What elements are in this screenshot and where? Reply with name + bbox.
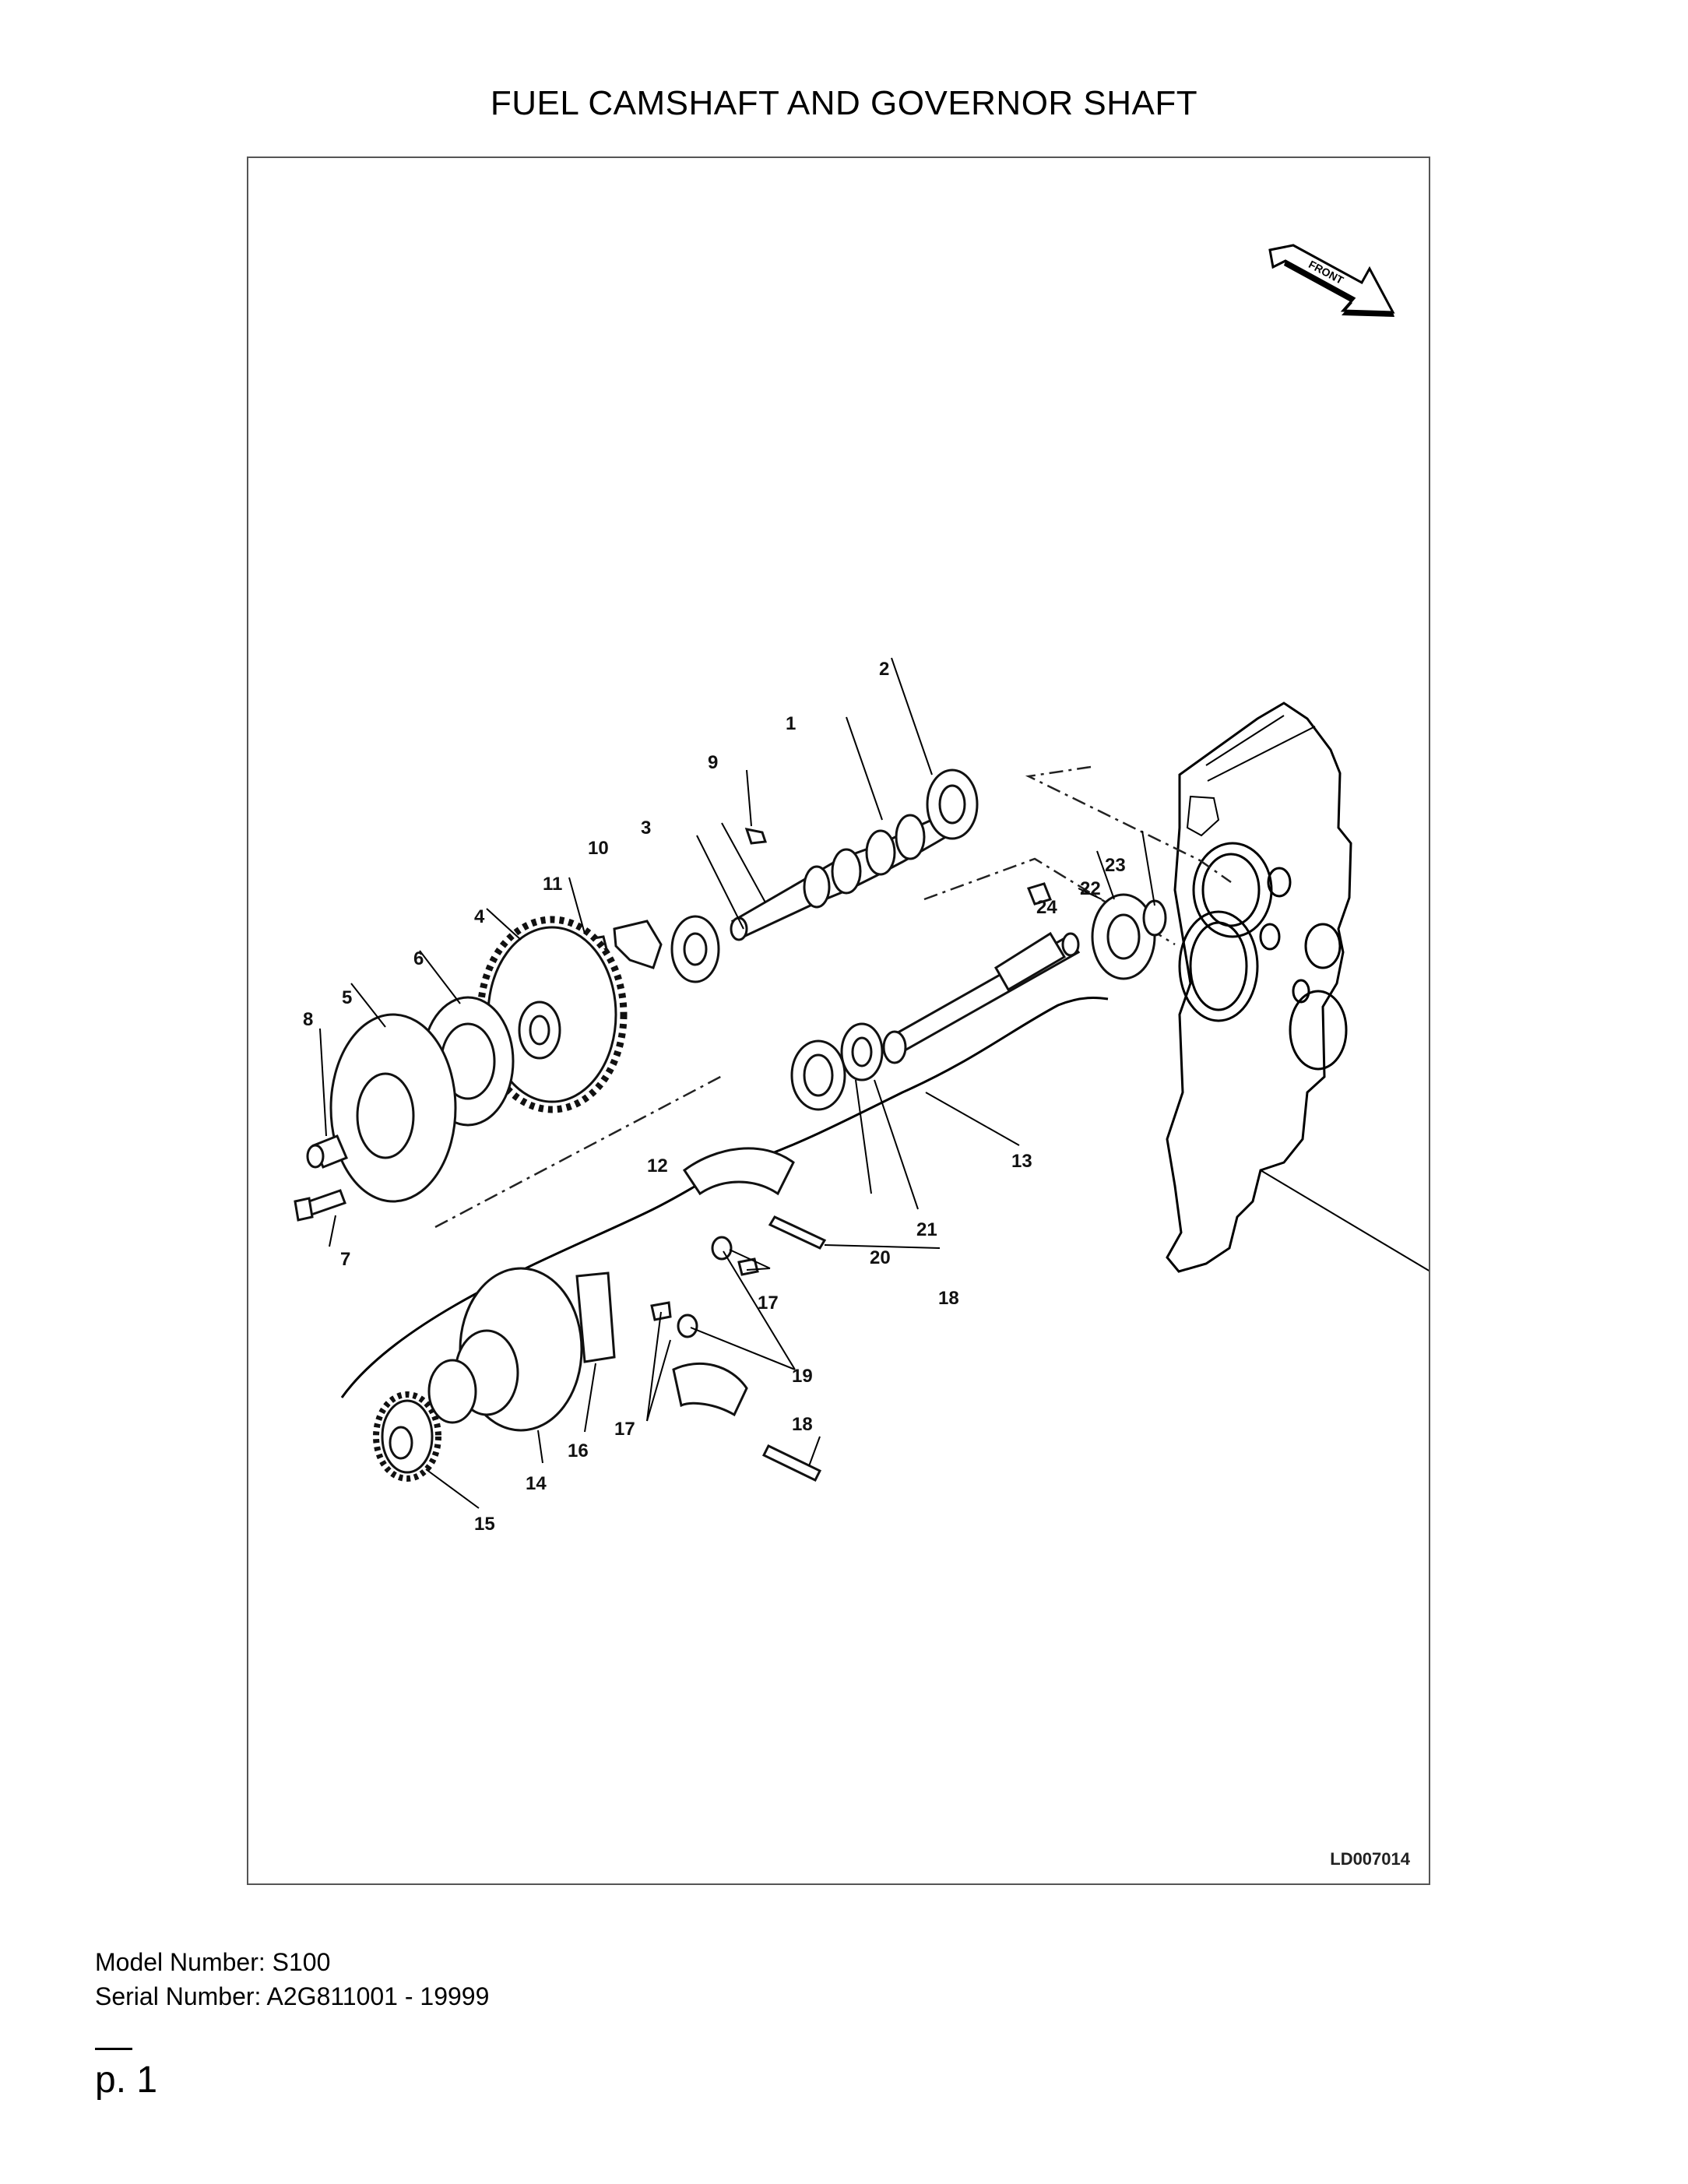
page-number: p. 1 <box>95 2059 158 2101</box>
model-number: Model Number: S100 <box>95 1948 331 1976</box>
part-17-screw-lower <box>650 1301 672 1321</box>
exploded-parts-diagram: FRONT <box>294 244 1429 1535</box>
callout-18-upper: 18 <box>938 1288 959 1309</box>
part-18-pin-lower <box>761 1444 822 1482</box>
callout-5: 5 <box>342 987 352 1008</box>
callout-20: 20 <box>870 1247 891 1268</box>
part-14-drum <box>427 1267 583 1432</box>
callout-16: 16 <box>568 1440 589 1461</box>
page-title: FUEL CAMSHAFT AND GOVERNOR SHAFT <box>490 84 1198 122</box>
callout-13: 13 <box>1011 1151 1032 1172</box>
part-13-governor-shaft <box>882 931 1081 1064</box>
callout-24: 24 <box>1036 897 1057 918</box>
part-17-screw-upper <box>737 1257 759 1276</box>
part-3-bearing <box>670 915 720 983</box>
part-1-camshaft <box>730 801 964 941</box>
part-19-lower <box>677 1314 698 1338</box>
callout-labels: 1 2 3 4 5 6 7 8 9 10 11 12 13 14 15 16 1… <box>303 659 1126 1535</box>
part-18-pin-upper <box>768 1215 827 1250</box>
part-8-collar <box>306 1134 348 1169</box>
callout-8: 8 <box>303 1009 313 1030</box>
callout-14: 14 <box>526 1473 547 1494</box>
part-2-bearing <box>926 768 979 840</box>
callout-2: 2 <box>879 659 889 680</box>
callout-4: 4 <box>474 906 485 927</box>
parts-diagram-frame: FRONT <box>247 157 1430 1885</box>
part-9-key <box>744 828 768 845</box>
weight-holder-lower <box>672 1363 748 1417</box>
callout-17-upper: 17 <box>758 1292 779 1314</box>
callout-17-lower: 17 <box>614 1419 635 1440</box>
callout-23: 23 <box>1105 855 1126 876</box>
page-number-rule <box>95 2048 132 2050</box>
part-16-block <box>575 1271 616 1363</box>
serial-number: Serial Number: A2G811001 - 19999 <box>95 1982 490 2010</box>
callout-12: 12 <box>647 1155 668 1176</box>
engine-block <box>1166 702 1429 1273</box>
part-19-upper <box>711 1236 733 1261</box>
weight-holder-upper <box>682 1147 795 1196</box>
callout-22: 22 <box>1080 878 1101 899</box>
part-7-bolt <box>294 1189 346 1222</box>
part-4-gear <box>477 916 628 1113</box>
part-24-plug <box>1026 882 1053 906</box>
part-23-snap-ring <box>1142 899 1167 937</box>
part-22-bearing <box>1091 893 1156 980</box>
callout-21: 21 <box>916 1219 937 1240</box>
callout-18-lower: 18 <box>792 1414 813 1435</box>
callout-1: 1 <box>786 713 796 734</box>
callout-10: 10 <box>588 838 609 859</box>
part-5-flange <box>329 1013 457 1203</box>
leader-lines <box>319 657 1155 1509</box>
callout-6: 6 <box>413 948 424 969</box>
part-20-sleeve <box>790 1039 846 1111</box>
callout-3: 3 <box>641 818 651 839</box>
callout-15: 15 <box>474 1514 495 1535</box>
callout-19: 19 <box>792 1366 813 1387</box>
callout-11: 11 <box>543 874 562 895</box>
callout-9: 9 <box>708 752 718 773</box>
part-10-plate <box>613 920 663 969</box>
part-21-washer <box>840 1022 884 1081</box>
figure-id: LD007014 <box>1330 1849 1410 1869</box>
callout-7: 7 <box>340 1249 350 1270</box>
part-15-gear <box>373 1391 441 1482</box>
front-arrow-icon: FRONT <box>1268 244 1395 317</box>
